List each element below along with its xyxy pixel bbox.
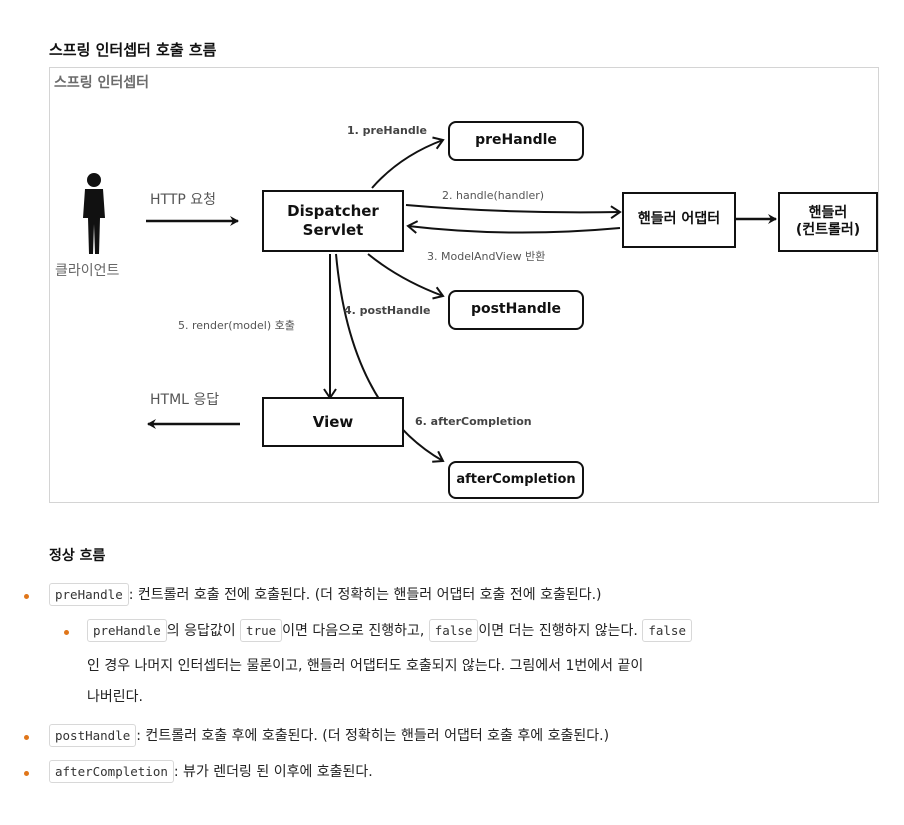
- posthandle-arrow: [367, 253, 445, 300]
- client-label: 클라이언트: [55, 263, 120, 279]
- prehandle-box: preHandle: [448, 121, 584, 161]
- handler-label: 핸들러: [808, 204, 848, 221]
- bullet-dot: [24, 594, 29, 599]
- posthandle-box: postHandle: [448, 290, 584, 330]
- sub-bullet-dot: [64, 630, 69, 635]
- code-true: true: [240, 619, 283, 642]
- step3-label: 3. ModelAndView 반환: [427, 250, 546, 263]
- handler-controller-label: (컨트롤러): [795, 222, 861, 238]
- code-aftercompletion: afterCompletion: [49, 760, 174, 783]
- sub-bullet-line2: 인 경우 나머지 인터셉터는 물론이고, 핸들러 어댑터도 호출되지 않는다. …: [87, 658, 644, 674]
- interceptor-flow-diagram: 스프링 인터셉터 클라이언트: [49, 67, 879, 503]
- step4-label: 4. postHandle: [344, 304, 431, 317]
- handler-adapter-box: 핸들러 어댑터: [622, 192, 736, 248]
- step6-label: 6. afterCompletion: [415, 415, 532, 428]
- dispatcher-servlet-box: Dispatcher Servlet: [262, 190, 404, 252]
- handle-arrow: [405, 204, 622, 219]
- step2-label: 2. handle(handler): [442, 189, 545, 202]
- bullet-dot: [24, 771, 29, 776]
- normal-flow-title: 정상 흐름: [49, 548, 106, 564]
- section-title: 스프링 인터셉터 호출 흐름: [49, 41, 217, 59]
- code-posthandle: postHandle: [49, 724, 137, 747]
- bullet-aftercompletion: afterCompletion: 뷰가 렌더링 된 이후에 호출된다.: [49, 760, 373, 783]
- code-false-2: false: [642, 619, 692, 642]
- code-prehandle-2: preHandle: [87, 619, 167, 642]
- prehandle-arrow: [371, 136, 445, 189]
- step5-label: 5. render(model) 호출: [178, 319, 295, 332]
- code-prehandle: preHandle: [49, 583, 129, 606]
- bullet-prehandle: preHandle: 컨트롤러 호출 전에 호출된다. (더 정확히는 핸들러 …: [49, 583, 602, 606]
- aftercompletion-box: afterCompletion: [448, 461, 584, 499]
- bullet-dot: [24, 735, 29, 740]
- http-request-label: HTTP 요청: [150, 192, 217, 208]
- sub-bullet-line3: 나버린다.: [87, 689, 143, 705]
- aftercompletion-arrow: [335, 253, 445, 463]
- step1-label: 1. preHandle: [347, 124, 427, 137]
- html-response-label: HTML 응답: [150, 392, 220, 408]
- modelandview-arrow: [406, 220, 621, 234]
- client-person-icon: [83, 173, 105, 254]
- bullet-posthandle: postHandle: 컨트롤러 호출 후에 호출된다. (더 정확히는 핸들러…: [49, 724, 609, 747]
- diagram-arrows: [83, 136, 777, 463]
- code-false: false: [428, 619, 479, 642]
- handler-box: 핸들러 (컨트롤러): [778, 192, 878, 252]
- view-box: View: [262, 397, 404, 447]
- frame-label: 스프링 인터셉터: [54, 75, 150, 91]
